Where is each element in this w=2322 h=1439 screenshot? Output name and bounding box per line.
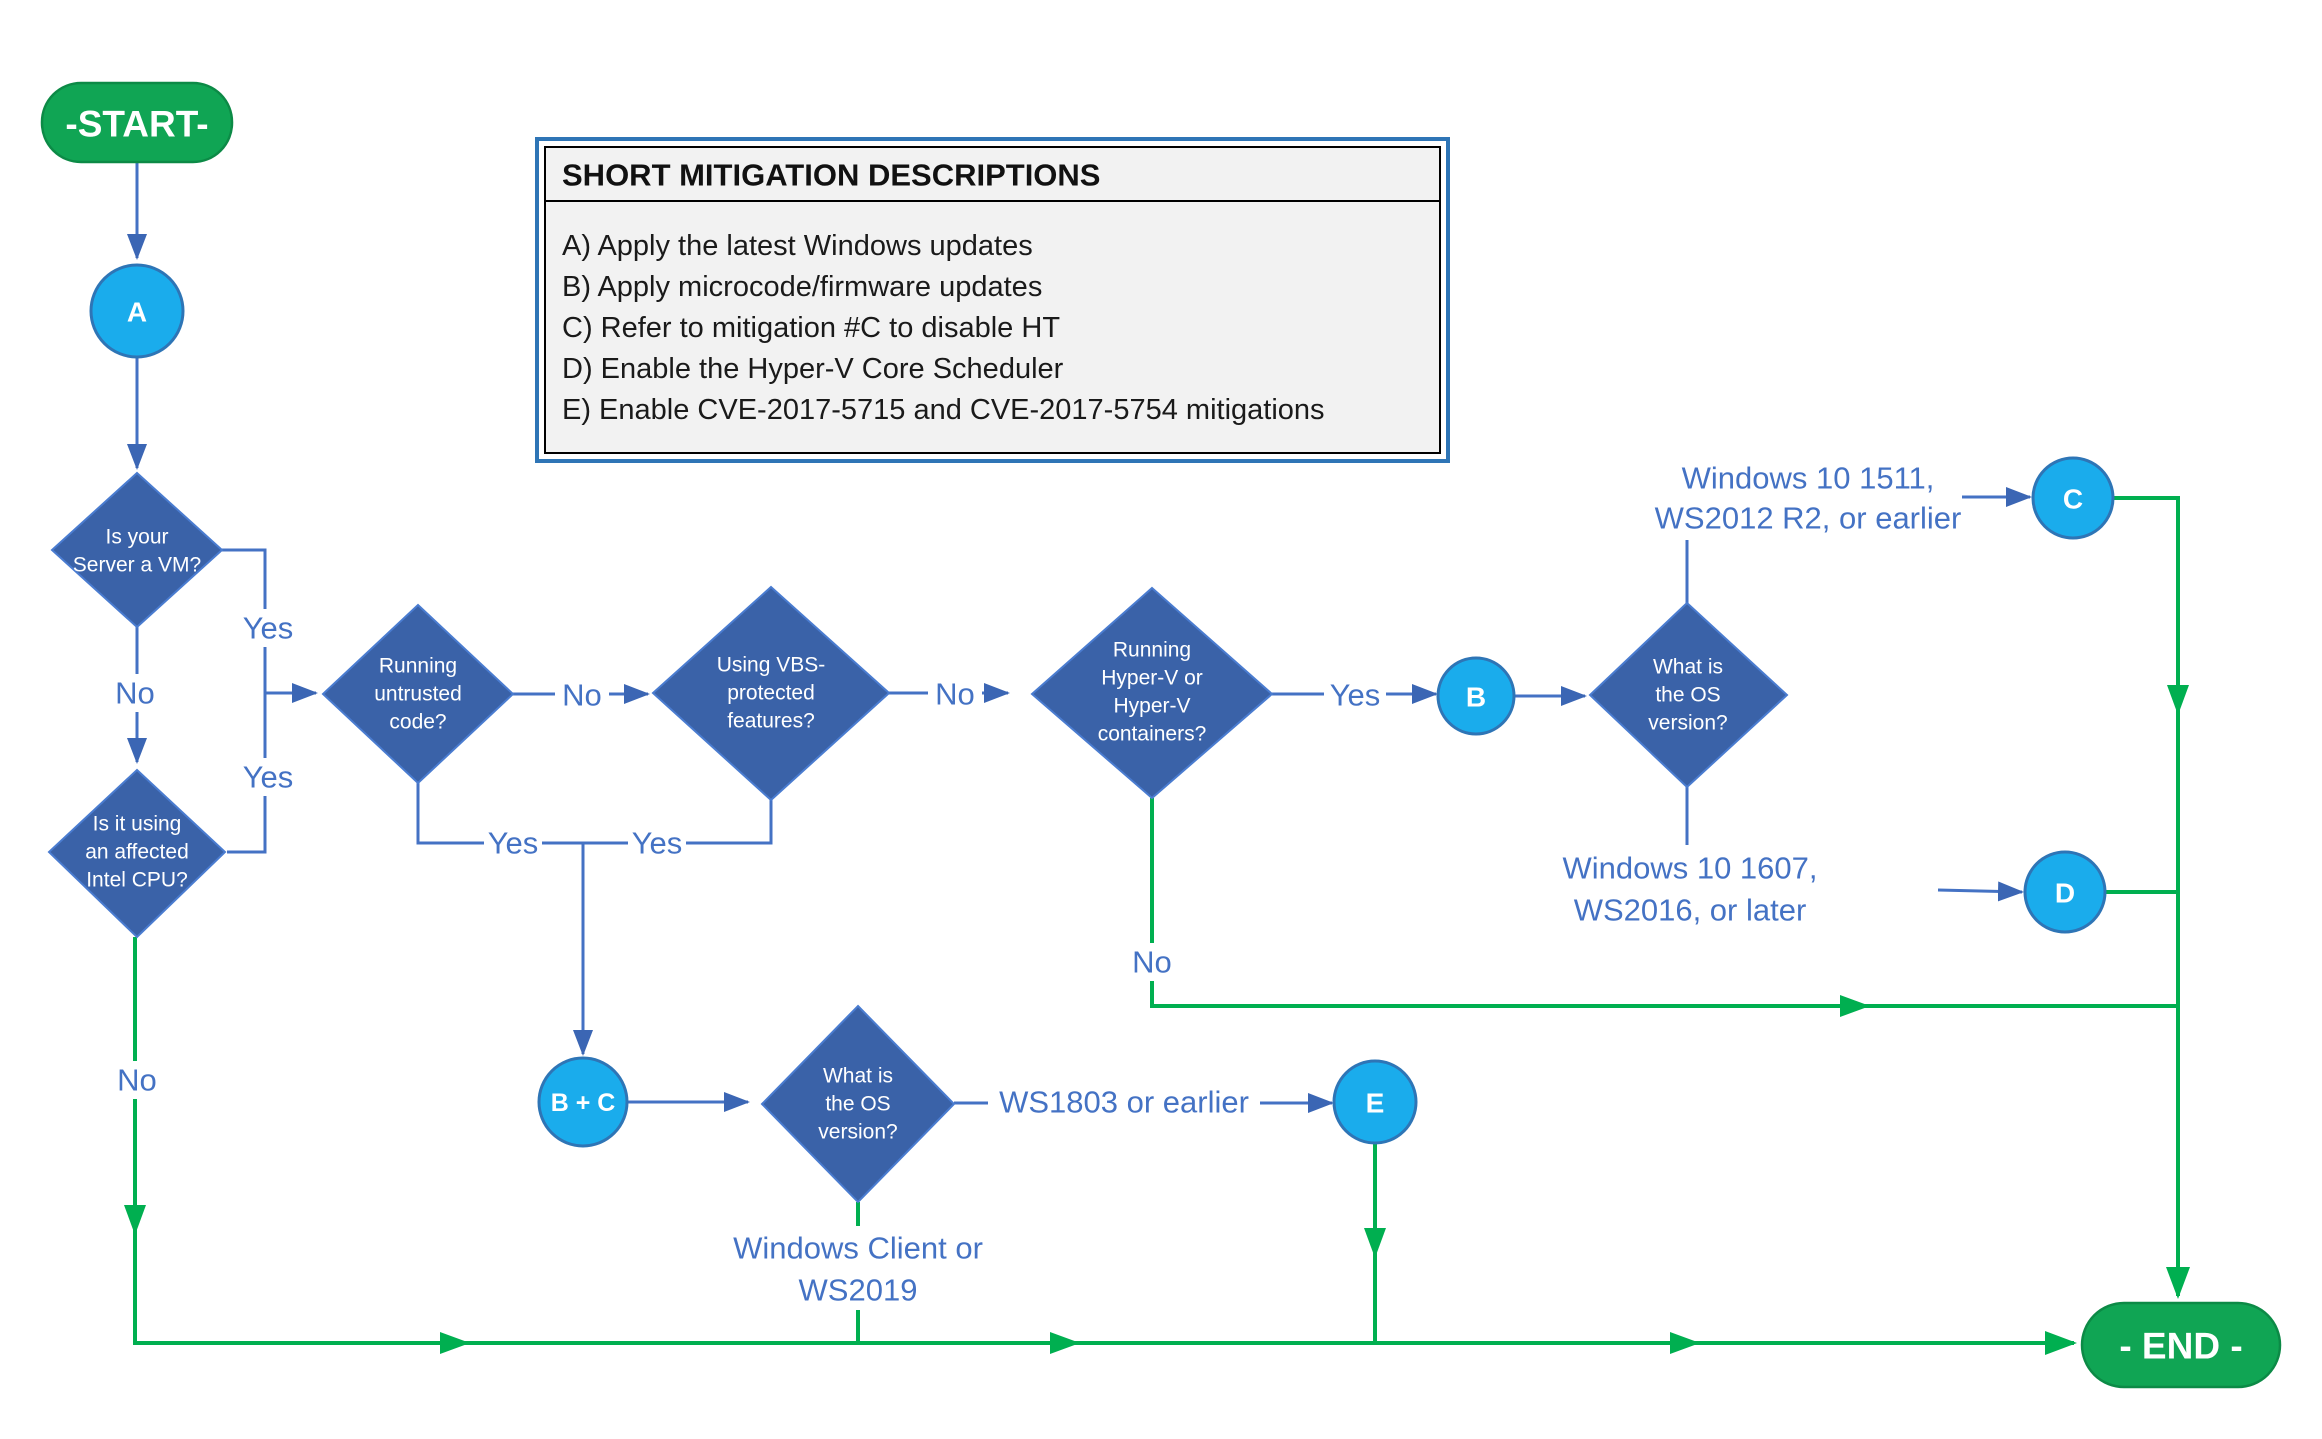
end-node [2080,1301,2282,1389]
decision-os-bottom [760,1004,956,1204]
os-bottom-down-label-line1: Windows Client or [733,1231,983,1266]
mitigation-circle-bc-label: B + C [551,1089,616,1117]
arrow-icon [2167,685,2189,715]
decision-untrusted [321,603,515,785]
edge-c-to-end [2113,496,2190,1299]
arrow-icon [1364,1228,1386,1258]
decision-vm [50,471,224,629]
decision-hyperv-line1: Running [1113,639,1191,662]
decision-vm-line2: Server a VM? [73,554,201,577]
label-bg [239,609,297,647]
decision-hyperv-line2: Hyper-V or [1101,667,1203,690]
mitigation-circle-bc [537,1056,629,1148]
os-top-down-label-line1: Windows 10 1607, [1562,851,1817,886]
label-bg [628,824,686,862]
edge-label-intel-yes: Yes [243,760,294,795]
mitigation-circle-b [1436,656,1516,736]
os-bottom-right-label: WS1803 or earlier [999,1085,1249,1120]
os-top-up-label-line2: WS2012 R2, or earlier [1655,501,1962,536]
decision-intel-line2: an affected [85,841,189,864]
decision-os-top-line1: What is [1653,656,1723,679]
decision-os-bottom-line3: version? [818,1121,897,1144]
edge-hyperv-no [1150,798,2176,1008]
decision-vbs-line2: protected [727,682,815,705]
decision-untrusted-line1: Running [379,655,457,678]
edge-label-hyperv-no: No [1132,945,1172,980]
decision-intel [47,768,227,939]
mitigation-circle-e [1332,1059,1418,1145]
arrow-icon [1840,995,1870,1017]
label-bg [110,1061,164,1099]
decision-os-top [1588,601,1789,789]
start-label: -START- [65,104,208,145]
decision-os-top-line3: version? [1648,712,1727,735]
legend-item-d: D) Enable the Hyper-V Core Scheduler [562,353,1064,385]
label-bg [928,675,982,713]
edge-label-untrusted-yes: Yes [488,826,539,861]
mitigation-circle-a-label: A [127,297,147,328]
decision-os-bottom-line1: What is [823,1065,893,1088]
arrow-icon [124,1205,146,1235]
label-bg [988,1080,1260,1124]
os-bottom-down-label-line2: WS2019 [799,1273,918,1308]
mitigation-circle-a [89,263,185,359]
decision-hyperv-line4: containers? [1098,723,1207,746]
edge-to-d [1937,881,2024,902]
decision-untrusted-line2: untrusted [374,683,462,706]
mitigation-circle-b-label: B [1466,682,1486,713]
mitigation-circle-d-label: D [2055,878,2075,909]
decision-os-top-line2: the OS [1655,684,1720,707]
mitigation-circle-e-label: E [1366,1088,1385,1119]
decision-vbs [651,585,891,802]
decision-vm-line1: Is your [105,526,168,549]
edge-label-vbs-no: No [935,677,975,712]
label-bg [484,824,542,862]
label-bg [714,1226,1004,1310]
decision-intel-line1: Is it using [93,813,182,836]
decision-os-bottom-line2: the OS [825,1093,890,1116]
legend-title: SHORT MITIGATION DESCRIPTIONS [562,158,1101,193]
edge-label-untrusted-no: No [562,678,602,713]
label-bg [109,674,161,712]
edge-label-vm-yes: Yes [243,611,294,646]
legend-item-c: C) Refer to mitigation #C to disable HT [562,312,1060,344]
label-bg [239,758,297,796]
mitigation-circle-c [2031,456,2115,540]
decision-hyperv [1030,586,1274,800]
edge-label-hyperv-yes: Yes [1330,678,1381,713]
legend-box-inner [544,146,1441,454]
decision-untrusted-line3: code? [389,711,446,734]
arrow-icon [440,1332,470,1354]
decision-hyperv-line3: Hyper-V [1113,695,1190,718]
legend-item-a: A) Apply the latest Windows updates [562,230,1033,262]
legend-item-b: B) Apply microcode/firmware updates [562,271,1042,303]
arrow-icon [1050,1332,1080,1354]
end-label: - END - [2119,1326,2242,1367]
edge-label-vbs-yes: Yes [632,826,683,861]
label-bg [555,676,609,714]
edge-label-intel-no: No [117,1063,157,1098]
os-top-down-label-line2: WS2016, or later [1574,893,1807,928]
mitigation-circle-d [2023,850,2107,934]
start-node [40,81,234,164]
edge-intel-no-to-end [133,937,2077,1355]
edge-intel-yes [227,693,267,854]
mitigation-circle-c-label: C [2063,484,2083,515]
decision-vbs-line1: Using VBS- [717,654,826,677]
arrow-icon [1670,1332,1700,1354]
decision-intel-line3: Intel CPU? [86,869,188,892]
label-bg [1125,943,1179,981]
legend-item-e: E) Enable CVE-2017-5715 and CVE-2017-575… [562,394,1325,426]
decision-vbs-line3: features? [727,710,815,733]
os-top-up-label-line1: Windows 10 1511, [1682,461,1935,496]
edge-label-vm-no: No [115,676,155,711]
label-bg [1324,676,1386,714]
